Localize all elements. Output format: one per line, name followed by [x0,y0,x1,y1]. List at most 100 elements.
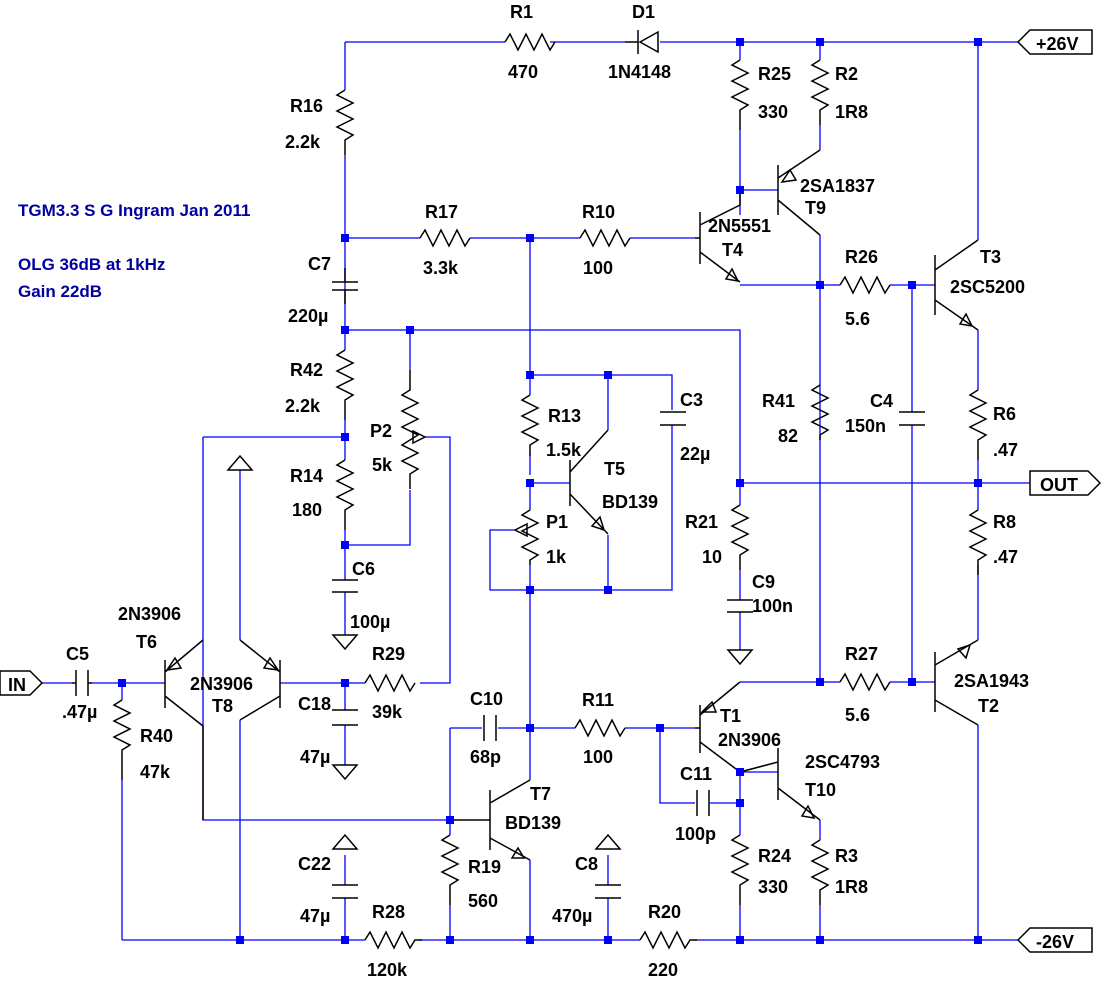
resistor-r3 [810,839,830,905]
transistors [164,149,979,861]
note-olg: OLG 36dB at 1kHz [18,255,165,274]
t1-ref: T1 [720,706,741,726]
resistor-r29 [364,673,416,693]
r40-value: 47k [140,762,171,782]
r19-value: 560 [468,891,498,911]
diode-d1 [625,30,659,54]
t7-ref: T7 [530,784,551,804]
potentiometers [400,370,540,565]
p2-value: 5k [372,455,393,475]
r25-value: 330 [758,102,788,122]
capacitor-c11 [696,790,710,816]
t6-part: 2N3906 [118,604,181,624]
resistor-r13 [520,394,540,456]
p1-value: 1k [546,547,567,567]
transistor-t8 [239,639,281,721]
capacitor-c9 [727,599,753,613]
c6-ref: C6 [352,559,375,579]
c3-value: 22µ [680,444,710,464]
port-in [0,670,44,696]
c10-value: 68p [470,747,501,767]
capacitor-c10 [483,715,497,741]
t5-ref: T5 [604,459,625,479]
r41-value: 82 [778,426,798,446]
r29-ref: R29 [372,644,405,664]
capacitor-c8 [595,884,621,899]
c9-ref: C9 [752,572,775,592]
r26-ref: R26 [845,247,878,267]
r41-ref: R41 [762,391,795,411]
pot-p1 [513,509,540,565]
t8-ref: T8 [212,696,233,716]
resistor-r8 [968,509,988,575]
note-gain: Gain 22dB [18,282,102,301]
ground-c6 [331,634,359,651]
r24-ref: R24 [758,846,791,866]
t4-ref: T4 [722,240,743,260]
ground-c8 [594,833,622,850]
transistor-t10 [739,748,821,821]
t3-ref: T3 [980,247,1001,267]
c4-value: 150n [845,416,886,436]
resistor-r42 [335,349,355,420]
p1-ref: P1 [546,512,568,532]
t4-part: 2N5551 [708,216,771,236]
labels: TGM3.3 S G Ingram Jan 2011 OLG 36dB at 1… [8,2,1079,980]
r17-value: 3.3k [423,258,459,278]
c22-ref: C22 [298,854,331,874]
t6-ref: T6 [136,632,157,652]
resistors [112,32,988,950]
r10-ref: R10 [582,202,615,222]
r2-value: 1R8 [835,102,868,122]
r26-value: 5.6 [845,309,870,329]
note-title: TGM3.3 S G Ingram Jan 2011 [18,201,250,220]
r3-ref: R3 [835,846,858,866]
transistor-t1 [695,681,741,773]
resistor-r1 [504,32,556,52]
ground-t8 [226,454,254,471]
capacitor-c6 [332,579,358,593]
t3-part: 2SC5200 [950,277,1025,297]
r40-ref: R40 [140,726,173,746]
c18-ref: C18 [298,694,331,714]
resistor-r11 [574,718,626,738]
c10-ref: C10 [470,689,503,709]
r3-value: 1R8 [835,877,868,897]
r8-value: .47 [993,547,1018,567]
port-in-label: IN [8,675,26,695]
r27-ref: R27 [845,644,878,664]
r27-value: 5.6 [845,705,870,725]
resistor-r25 [730,59,750,130]
capacitors [72,268,925,899]
d1-ref: D1 [632,2,655,22]
p2-ref: P2 [370,421,392,441]
r16-ref: R16 [290,96,323,116]
resistor-r6 [968,389,988,460]
resistor-r16 [335,89,355,155]
r21-ref: R21 [685,512,718,532]
c8-ref: C8 [575,854,598,874]
resistor-r2 [810,59,830,125]
ground-c9 [726,649,754,666]
r13-value: 1.5k [546,440,582,460]
ground-c22 [331,833,359,850]
transistor-t7 [450,779,531,861]
capacitor-c7 [332,268,358,304]
junctions [118,38,982,944]
t1-part: 2N3906 [718,730,781,750]
resistor-r27 [839,672,891,692]
c22-value: 47µ [300,906,330,926]
r42-value: 2.2k [285,396,321,416]
port-out [1029,470,1102,496]
r29-value: 39k [372,702,403,722]
t8-part: 2N3906 [190,674,253,694]
port-vneg [1016,927,1093,953]
transistor-t6 [164,639,204,820]
resistor-r26 [839,275,891,295]
port-out-label: OUT [1040,475,1078,495]
r17-ref: R17 [425,202,458,222]
r28-value: 120k [367,960,408,980]
port-vneg-label: -26V [1036,932,1074,952]
c11-ref: C11 [680,764,712,784]
